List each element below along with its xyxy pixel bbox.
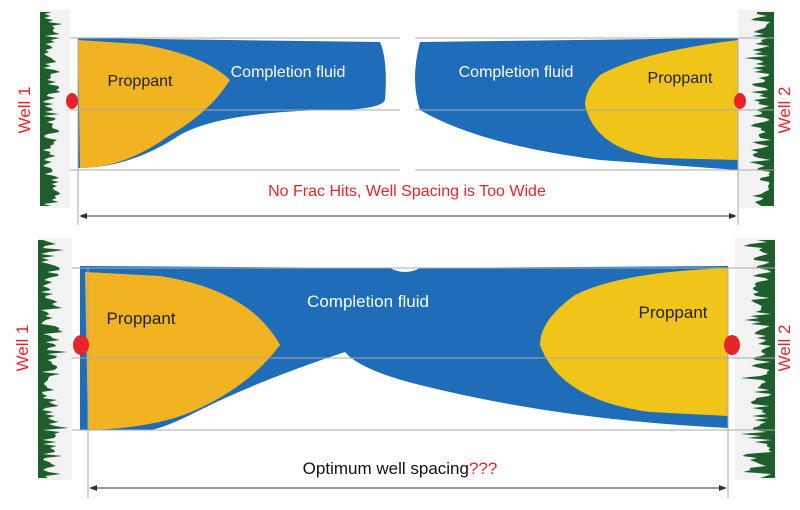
completion-fluid-label-left: Completion fluid <box>231 64 346 81</box>
gamma-log-trace <box>744 12 774 206</box>
reference-lines <box>70 37 775 225</box>
bottom-caption: Optimum well spacing??? <box>303 459 498 478</box>
well1-marker <box>66 93 78 109</box>
gamma-log-trace <box>40 12 63 206</box>
well2-label: Well 2 <box>775 87 794 134</box>
gamma-log-trace <box>38 240 69 478</box>
proppant-region-well2 <box>540 268 728 416</box>
completion-fluid-label: Completion fluid <box>307 292 429 311</box>
bottom-panel: Well 1 Well 2 Proppant Completion fluid … <box>13 238 794 498</box>
caption-question-marks: ??? <box>469 459 497 478</box>
proppant-label-right: Proppant <box>648 70 713 87</box>
gamma-log-trace <box>740 240 775 478</box>
proppant-label-left: Proppant <box>108 73 173 90</box>
proppant-region-well1 <box>85 272 280 430</box>
proppant-region-well2 <box>585 40 738 160</box>
proppant-label-right: Proppant <box>639 303 708 322</box>
caption-main: Optimum well spacing <box>303 459 469 478</box>
top-panel: Well 1 Well 2 Proppant Completion fluid … <box>15 10 794 225</box>
well1-marker <box>73 335 89 355</box>
well1-label: Well 1 <box>13 325 32 372</box>
reference-lines <box>72 267 775 498</box>
gamma-logs <box>38 240 775 478</box>
well1-label: Well 1 <box>15 87 34 134</box>
proppant-label-left: Proppant <box>107 309 176 328</box>
well2-label: Well 2 <box>775 325 794 372</box>
proppant-region-well1 <box>78 40 230 168</box>
top-caption: No Frac Hits, Well Spacing is Too Wide <box>268 183 546 200</box>
well2-marker <box>734 93 746 109</box>
well2-marker <box>724 335 740 355</box>
completion-fluid-label-right: Completion fluid <box>459 64 574 81</box>
gamma-logs <box>40 12 774 206</box>
